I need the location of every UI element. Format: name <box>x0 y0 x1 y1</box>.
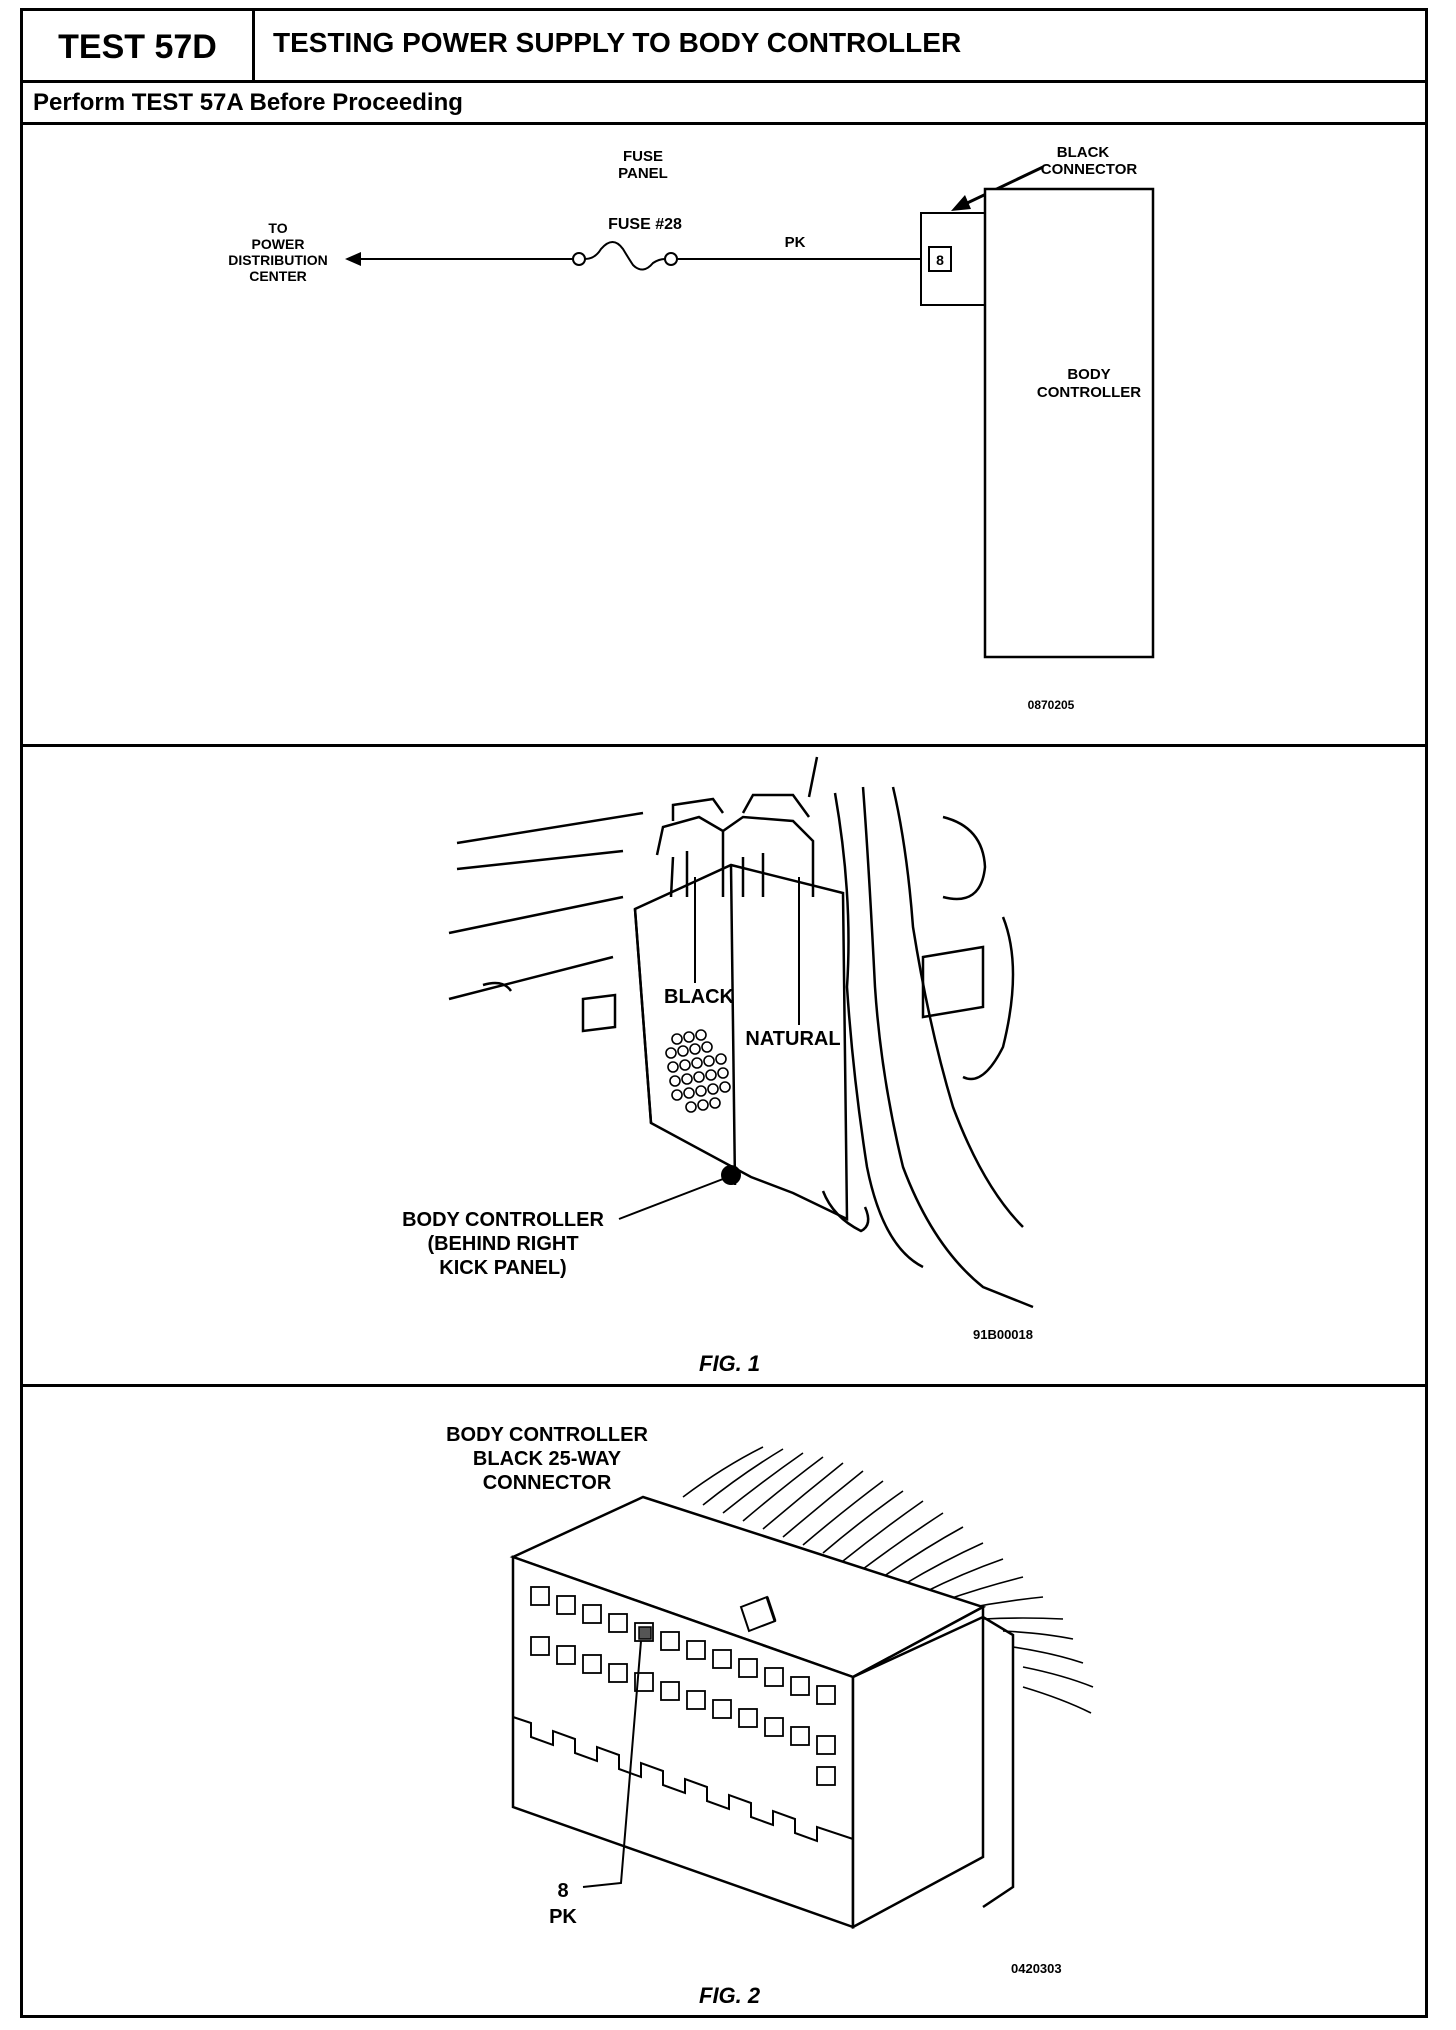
wire-clip <box>942 815 987 901</box>
figure-1-caption: FIG. 1 <box>699 1351 761 1376</box>
housing-front-edge <box>633 908 653 1124</box>
connector-title-3: CONNECTOR <box>483 1472 612 1494</box>
destination-label-1: TO <box>268 220 287 236</box>
schematic-panel: FUSE PANEL BLACK CONNECTOR TO POWER DIST… <box>23 125 1425 747</box>
natural-wire-bundle <box>741 793 811 818</box>
dash-ledge-bottom <box>448 955 614 1001</box>
connector-illustration: BODY CONTROLLER BLACK 25-WAY CONNECTOR <box>446 1424 1094 1930</box>
figure-1-panel: BLACK NATURAL BODY CONTROLLER (BEHIND RI… <box>23 747 1425 1387</box>
fuse-symbol <box>584 241 666 271</box>
vent-hole-grid <box>665 1029 731 1113</box>
connector-pointer <box>962 165 1044 207</box>
body-controller-location-illustration: BLACK NATURAL BODY CONTROLLER (BEHIND RI… <box>402 756 1034 1309</box>
fuse-terminal-left <box>572 252 586 266</box>
wire-color-label: PK <box>785 234 806 251</box>
test-title: TESTING POWER SUPPLY TO BODY CONTROLLER <box>273 27 962 58</box>
bracket-plate <box>921 945 985 1019</box>
body-controller-module <box>983 187 1155 659</box>
header-row: TEST 57D TESTING POWER SUPPLY TO BODY CO… <box>23 11 1425 83</box>
black-connector-shape <box>655 815 725 897</box>
natural-connector-shape <box>722 815 815 897</box>
power-arrow-head <box>345 252 361 266</box>
connector-title-2: BLACK 25-WAY <box>473 1448 622 1470</box>
top-cavity-row <box>530 1586 836 1705</box>
housing-edge <box>729 864 737 1186</box>
mounting-screw <box>721 1165 741 1185</box>
connector-side-face <box>851 1604 985 1930</box>
figure-2-caption: FIG. 2 <box>699 1983 761 2008</box>
destination-label-3: DISTRIBUTION <box>228 252 328 268</box>
connector-pointer-head <box>951 195 971 211</box>
connector-wire-fan <box>682 1446 1094 1714</box>
connector-keyed-base <box>512 1716 854 1843</box>
latch-shadow <box>765 1596 777 1622</box>
figure-2-code: 0420303 <box>1011 1961 1062 1976</box>
fuse-terminal-right <box>664 252 678 266</box>
body-controller-callout-line <box>618 1178 724 1220</box>
pin-8-callout: 8 <box>557 1880 568 1902</box>
connector-label-2: CONNECTOR <box>1041 161 1138 178</box>
dash-fastener <box>482 981 513 992</box>
black-connector-label: BLACK <box>664 986 735 1008</box>
pillar-trim <box>891 786 1024 1228</box>
dash-ledge-mid <box>456 849 624 871</box>
destination-label-4: CENTER <box>249 268 307 284</box>
schematic-code: 0870205 <box>1028 698 1075 712</box>
body-controller-label-1: BODY <box>1067 366 1110 383</box>
body-controller-callout-2: (BEHIND RIGHT <box>427 1233 578 1255</box>
dash-ledge-lower <box>448 895 624 935</box>
document-frame: TEST 57D TESTING POWER SUPPLY TO BODY CO… <box>20 8 1428 2018</box>
pin-8-label: 8 <box>936 252 944 268</box>
connector-label-1: BLACK <box>1057 144 1110 161</box>
natural-connector-label: NATURAL <box>745 1028 840 1050</box>
dash-clip <box>581 993 617 1033</box>
body-controller-callout-1: BODY CONTROLLER <box>402 1209 604 1231</box>
connector-title-1: BODY CONTROLLER <box>446 1424 648 1446</box>
figure-2-panel: BODY CONTROLLER BLACK 25-WAY CONNECTOR <box>23 1387 1425 2015</box>
connector-flange <box>852 1615 1015 1909</box>
body-controller-housing <box>633 863 849 1222</box>
test-id: TEST 57D <box>23 11 255 83</box>
fuse-panel-label-1: FUSE <box>623 148 663 165</box>
figure-1-code: 91B00018 <box>973 1327 1033 1342</box>
prerequisite-row: Perform TEST 57A Before Proceeding <box>23 83 1425 125</box>
pin-8-box <box>928 246 952 272</box>
black-wire-bundle <box>671 797 725 821</box>
harness-left <box>807 756 924 1269</box>
body-controller-label-2: CONTROLLER <box>1037 384 1141 401</box>
fuse-panel-label-2: PANEL <box>618 165 668 182</box>
fuse-label: FUSE #28 <box>608 216 682 233</box>
kick-panel-bracket <box>962 916 1015 1081</box>
destination-label-2: POWER <box>252 236 305 252</box>
bottom-cavity-row <box>530 1636 836 1786</box>
pin-8-callout-line <box>582 1640 642 1888</box>
pk-wire-callout: PK <box>549 1906 577 1928</box>
pin-8-cavity <box>638 1626 652 1640</box>
harness-right <box>861 786 1034 1309</box>
mounting-nut <box>821 1190 870 1233</box>
connector-latches <box>669 851 765 898</box>
prerequisite-text: Perform TEST 57A Before Proceeding <box>33 89 463 116</box>
dash-ledge-top <box>456 811 644 845</box>
body-controller-callout-3: KICK PANEL) <box>439 1257 566 1279</box>
wiring-schematic: FUSE PANEL BLACK CONNECTOR TO POWER DIST… <box>228 144 1155 712</box>
